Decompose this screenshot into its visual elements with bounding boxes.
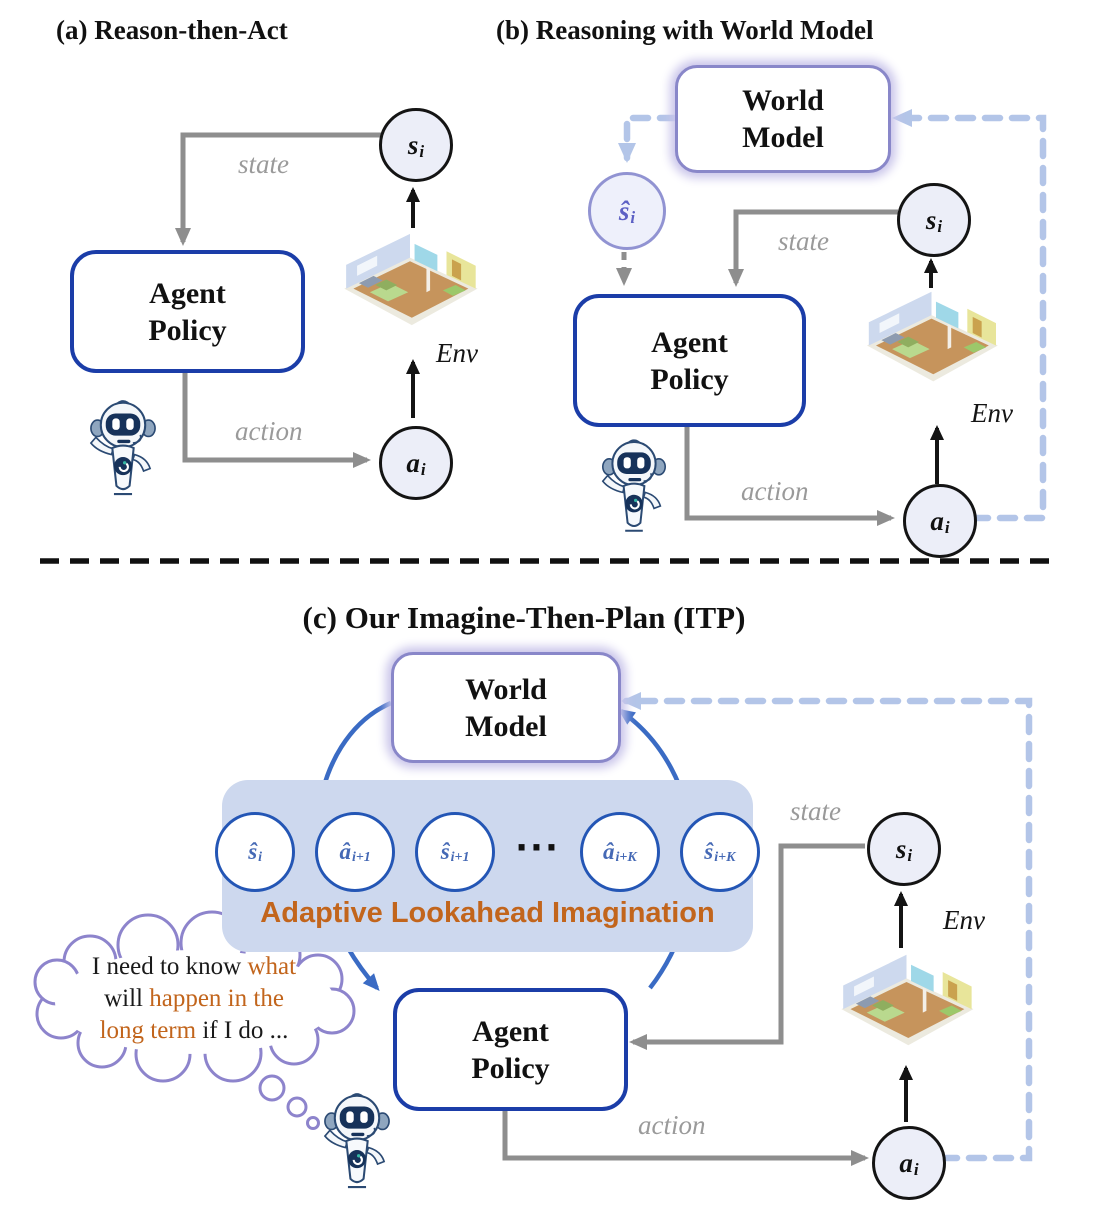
adaptive-lookahead-caption: Adaptive Lookahead Imagination bbox=[260, 897, 715, 929]
b-env-label: Env bbox=[971, 398, 1013, 428]
a-env-label: Env bbox=[436, 338, 478, 368]
c-agent-policy-box: Agent Policy bbox=[393, 988, 628, 1111]
thought-text: I need to know what will happen in the l… bbox=[91, 953, 297, 1044]
panel-b-title: (b) Reasoning with World Model bbox=[496, 15, 874, 45]
a-robot-icon bbox=[86, 396, 160, 500]
panel-a-title: (a) Reason-then-Act bbox=[56, 15, 288, 45]
b-action-label: action bbox=[741, 476, 809, 506]
a-action-label: action bbox=[235, 416, 303, 446]
a-env-illustration bbox=[337, 232, 483, 337]
c-action-arrow bbox=[502, 1105, 869, 1166]
panel-c-title: (c) Our Imagine-Then-Plan (ITP) bbox=[302, 600, 746, 635]
a-state-label: state bbox=[238, 149, 289, 179]
a-agent-policy-box: Agent Policy bbox=[70, 250, 305, 373]
ellipsis-dots: ··· bbox=[515, 828, 560, 868]
b-world-model-box: World Model bbox=[675, 65, 891, 173]
c-state-arrow bbox=[629, 843, 865, 1050]
b-agent-policy-box: Agent Policy bbox=[573, 294, 806, 427]
c-feedback-dashed bbox=[621, 692, 1033, 1162]
b-state-arrow bbox=[728, 209, 898, 287]
b-feedback-dashed bbox=[892, 109, 1047, 522]
a-action-arrow bbox=[182, 368, 371, 468]
c-robot-icon bbox=[320, 1088, 394, 1194]
b-state-label: state bbox=[778, 226, 829, 256]
b-env-illustration bbox=[858, 290, 1005, 393]
c-state-label: state bbox=[790, 796, 841, 826]
b-action-arrow bbox=[684, 421, 895, 526]
b-robot-icon bbox=[598, 434, 670, 538]
b-worldmodel-to-imagined-dashed bbox=[618, 114, 679, 163]
c-env-label: Env bbox=[943, 905, 985, 935]
a-state-arrow bbox=[175, 132, 382, 246]
c-world-model-box: World Model bbox=[391, 652, 621, 763]
c-action-label: action bbox=[638, 1110, 706, 1140]
c-env-illustration bbox=[833, 953, 980, 1057]
thought-cloud-body bbox=[55, 950, 335, 1054]
thought-bubbles bbox=[258, 1074, 320, 1130]
